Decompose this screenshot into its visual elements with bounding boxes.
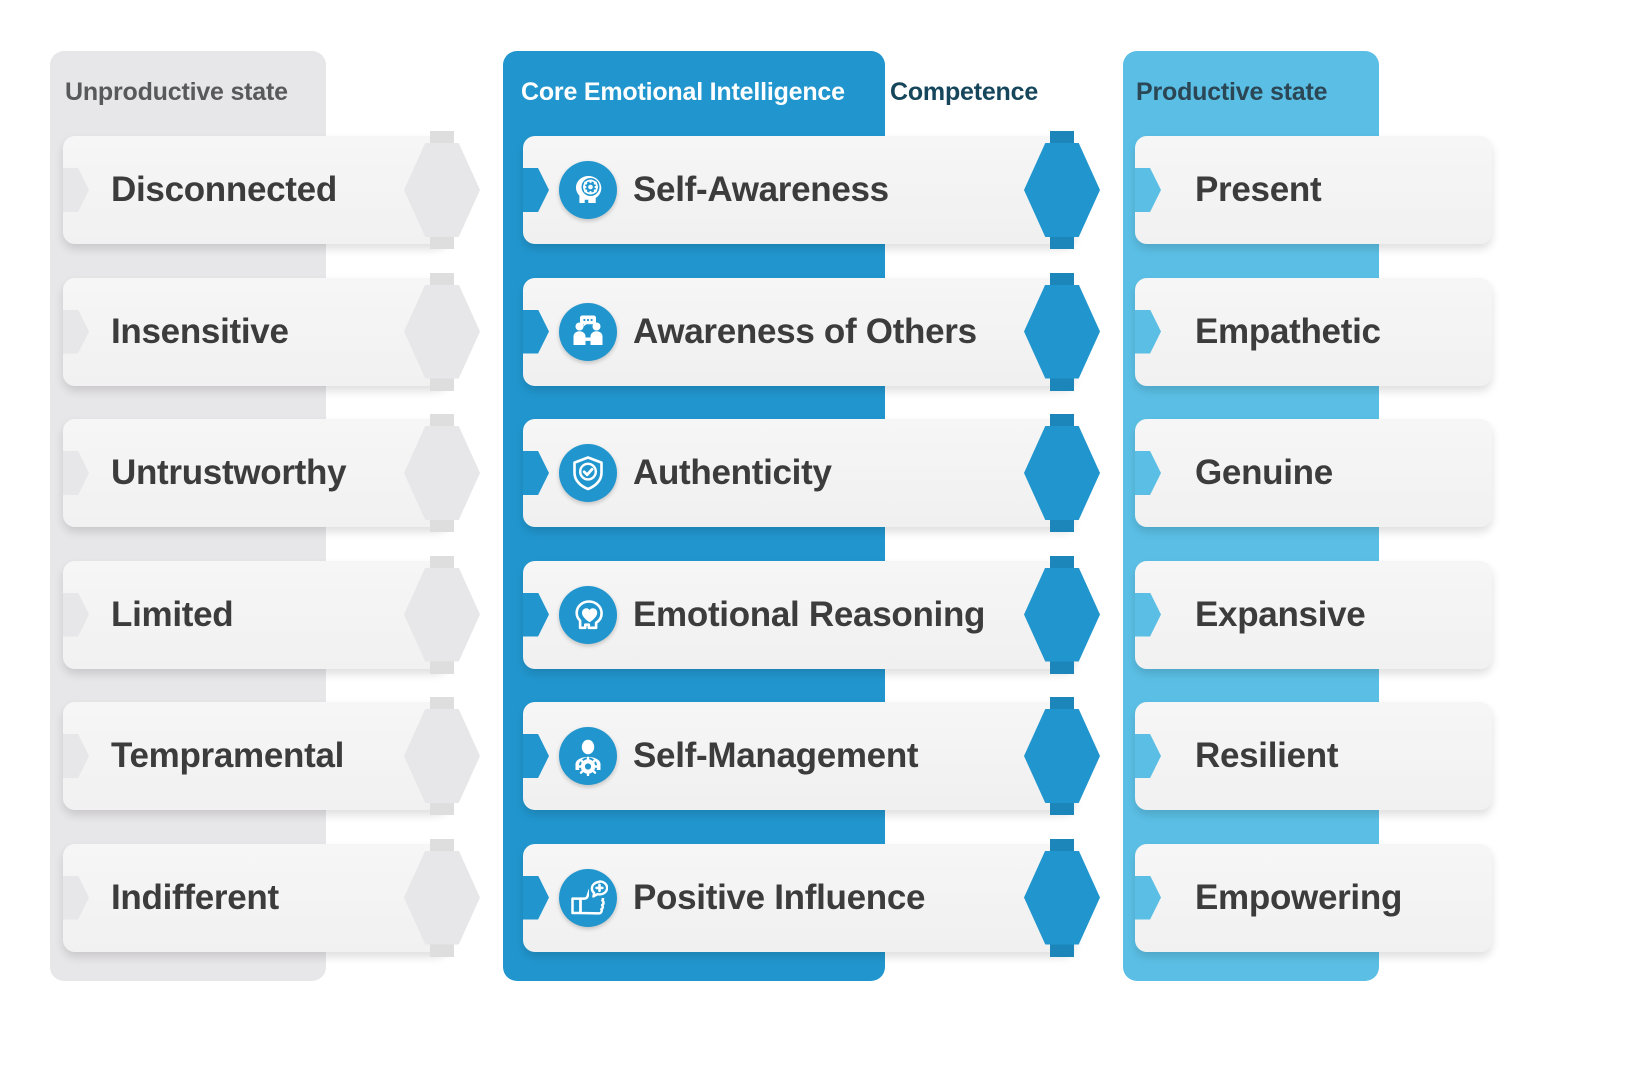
unproductive-state-label: Untrustworthy	[111, 453, 347, 492]
core-competence-label: Awareness of Others	[633, 311, 977, 351]
head-heart-icon	[559, 585, 617, 644]
unproductive-state-label: Limited	[111, 594, 234, 634]
chevron-right-icon	[63, 168, 89, 212]
hexagon-shape	[404, 567, 480, 662]
core-competence-row[interactable]: Self-Awareness	[523, 136, 1075, 244]
core-competence-row[interactable]: Emotional Reasoning	[523, 560, 1075, 669]
chevron-right-icon	[63, 309, 89, 354]
core-competence-row[interactable]: Authenticity	[523, 419, 1075, 527]
core-competence-label: Self-Awareness	[633, 170, 889, 209]
core-competence-label: Emotional Reasoning	[633, 594, 986, 634]
hexagon-shape	[1024, 567, 1100, 662]
core-competence-label: Positive Influence	[633, 877, 926, 917]
core-competence-row[interactable]: Positive Influence	[523, 843, 1075, 952]
chevron-right-icon	[1135, 592, 1161, 637]
chevron-right-icon	[1135, 168, 1161, 212]
head-gear-icon	[559, 161, 617, 219]
core-competence-row[interactable]: Self-Management	[523, 702, 1075, 810]
chevron-right-icon	[523, 309, 549, 354]
chevron-right-icon	[1135, 875, 1161, 920]
unproductive-state-row[interactable]: Insensitive	[63, 277, 448, 386]
unproductive-state-label: Insensitive	[111, 311, 289, 351]
productive-state-row[interactable]: Resilient	[1135, 702, 1492, 810]
chevron-right-icon	[523, 168, 549, 212]
chevron-right-icon	[1135, 451, 1161, 495]
chevron-right-icon	[523, 592, 549, 637]
productive-state-header: Productive state	[1136, 78, 1328, 106]
shield-check-icon	[559, 444, 617, 502]
productive-state-label: Genuine	[1195, 453, 1333, 492]
unproductive-state-row[interactable]: Untrustworthy	[63, 419, 448, 527]
hexagon-connector-icon	[404, 709, 480, 803]
chevron-right-icon	[523, 875, 549, 920]
productive-state-label: Resilient	[1195, 736, 1339, 775]
productive-state-label: Present	[1195, 170, 1322, 209]
hexagon-shape	[404, 284, 480, 379]
productive-state-row[interactable]: Empowering	[1135, 843, 1492, 952]
hexagon-shape	[1024, 850, 1100, 945]
chevron-right-icon	[523, 734, 549, 778]
chevron-right-icon	[1135, 309, 1161, 354]
chevron-right-icon	[63, 734, 89, 778]
unproductive-state-label: Tempramental	[111, 736, 345, 775]
core-competence-label: Authenticity	[633, 453, 832, 492]
productive-state-label: Empathetic	[1195, 311, 1381, 351]
hexagon-connector-icon	[1024, 709, 1100, 803]
hexagon-connector-icon	[404, 284, 480, 379]
unproductive-state-row[interactable]: Indifferent	[63, 843, 448, 952]
hexagon-connector-icon	[1024, 567, 1100, 662]
chevron-right-icon	[63, 451, 89, 495]
hexagon-connector-icon	[404, 143, 480, 237]
unproductive-state-header: Unproductive state	[65, 78, 288, 106]
core-competence-label: Self-Management	[633, 736, 919, 775]
hexagon-shape	[404, 143, 480, 237]
productive-state-row[interactable]: Empathetic	[1135, 277, 1492, 386]
chevron-right-icon	[523, 451, 549, 495]
hexagon-connector-icon	[1024, 426, 1100, 520]
hexagon-connector-icon	[1024, 850, 1100, 945]
hexagon-connector-icon	[404, 567, 480, 662]
core-competence-row[interactable]: Awareness of Others	[523, 277, 1075, 386]
productive-state-row[interactable]: Expansive	[1135, 560, 1492, 669]
chevron-right-icon	[63, 875, 89, 920]
productive-state-row[interactable]: Present	[1135, 136, 1492, 244]
productive-state-label: Empowering	[1195, 877, 1403, 917]
person-gear-icon	[559, 727, 617, 785]
unproductive-state-label: Indifferent	[111, 877, 279, 917]
hexagon-shape	[1024, 709, 1100, 803]
core-competence-header: Core Emotional Intelligence	[521, 78, 845, 106]
hexagon-shape	[404, 850, 480, 945]
two-people-speech-bubble-icon	[559, 302, 617, 361]
productive-state-label: Expansive	[1195, 594, 1366, 634]
hexagon-shape	[1024, 284, 1100, 379]
thumbs-up-plus-icon	[559, 868, 617, 927]
chevron-right-icon	[63, 592, 89, 637]
chevron-right-icon	[1135, 734, 1161, 778]
hexagon-connector-icon	[1024, 143, 1100, 237]
productive-state-row[interactable]: Genuine	[1135, 419, 1492, 527]
hexagon-connector-icon	[404, 426, 480, 520]
unproductive-state-row[interactable]: Tempramental	[63, 702, 448, 810]
core-competence-header-overflow: Competence	[890, 78, 1039, 106]
hexagon-shape	[404, 709, 480, 803]
hexagon-connector-icon	[1024, 284, 1100, 379]
hexagon-shape	[404, 426, 480, 520]
unproductive-state-row[interactable]: Limited	[63, 560, 448, 669]
hexagon-connector-icon	[404, 850, 480, 945]
hexagon-shape	[1024, 143, 1100, 237]
hexagon-shape	[1024, 426, 1100, 520]
unproductive-state-label: Disconnected	[111, 170, 337, 209]
unproductive-state-row[interactable]: Disconnected	[63, 136, 448, 244]
